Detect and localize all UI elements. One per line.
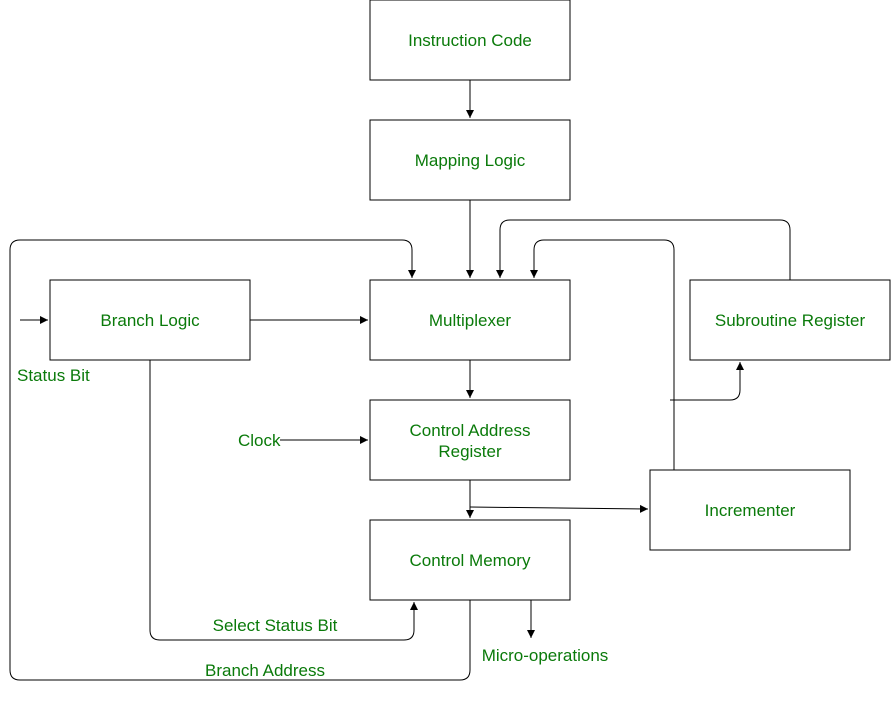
clock-label: Clock	[238, 431, 281, 450]
instruction-code-block: Instruction Code	[369, 0, 571, 81]
mapping-logic-label: Mapping Logic	[415, 151, 526, 170]
wire-select-status-bit	[149, 360, 418, 641]
multiplexer-block: Multiplexer	[369, 279, 571, 361]
select-status-bit-label: Select Status Bit	[213, 616, 338, 635]
subroutine-register-block: Subroutine Register	[689, 279, 891, 361]
micro-operations-label: Micro-operations	[482, 646, 609, 665]
control-address-register-label-line2: Register	[438, 442, 502, 461]
subroutine-register-label: Subroutine Register	[715, 311, 866, 330]
wire-branch-address	[9, 239, 471, 681]
wire-to-subroutine-register	[670, 362, 744, 401]
multiplexer-label: Multiplexer	[429, 311, 512, 330]
mapping-logic-block: Mapping Logic	[369, 119, 571, 201]
control-address-register-block: Control Address Register	[369, 399, 571, 481]
incrementer-label: Incrementer	[705, 501, 796, 520]
status-bit-label: Status Bit	[17, 366, 90, 385]
control-address-register-label-line1: Control Address	[410, 421, 531, 440]
wire-subroutine-to-multiplexer	[496, 219, 791, 280]
connections	[9, 80, 791, 681]
instruction-code-label: Instruction Code	[408, 31, 532, 50]
branch-address-label: Branch Address	[205, 661, 325, 680]
branch-logic-label: Branch Logic	[100, 311, 200, 330]
control-memory-block: Control Memory	[369, 519, 571, 601]
wire-incrementer-to-multiplexer	[530, 239, 675, 470]
control-memory-label: Control Memory	[410, 551, 531, 570]
branch-logic-block: Branch Logic	[49, 279, 251, 361]
wire-car-to-incrementer	[469, 504, 649, 513]
incrementer-block: Incrementer	[649, 469, 851, 551]
